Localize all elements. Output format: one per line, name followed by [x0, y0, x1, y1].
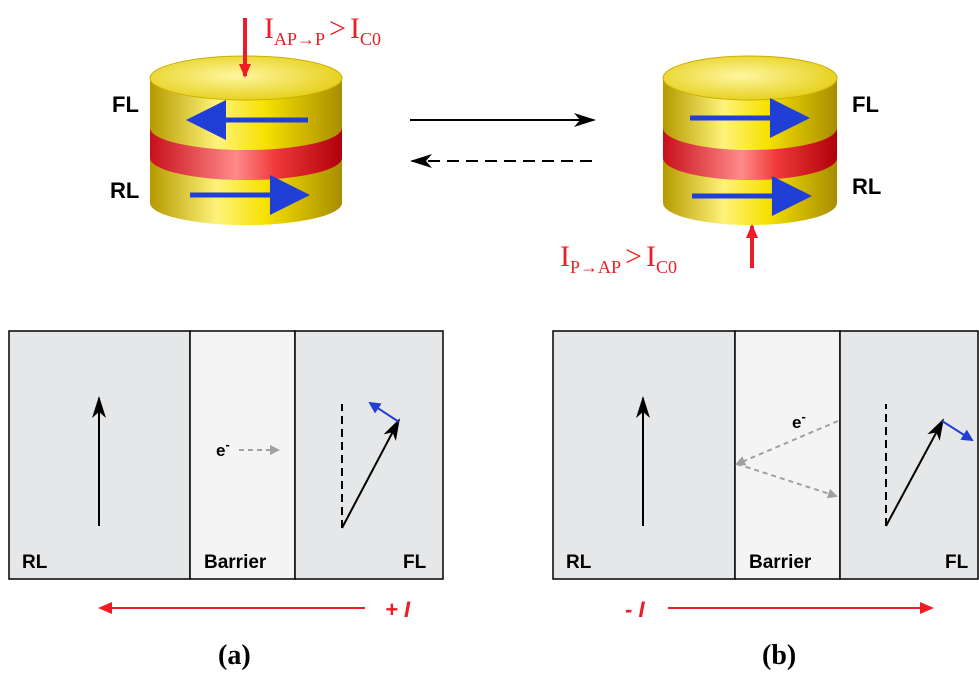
panel-b-torque-arrow: [941, 420, 974, 442]
panel-a-barrier-label: Barrier: [204, 552, 267, 573]
panel-b-barrier-label: Barrier: [749, 552, 812, 573]
panel-a-electron-label: e-: [216, 437, 230, 460]
panel-a-barrier-region: [189, 330, 296, 580]
panel-b-electron-incident-arrow: [735, 420, 839, 466]
current-ap-to-p-label: IAP→P>IC0: [264, 12, 381, 49]
panel-b-rl-label: RL: [566, 552, 592, 573]
panel-b-barrier-region: [734, 330, 841, 580]
panel-a-current-label: + I: [385, 597, 411, 622]
panel-a-caption: (a): [218, 640, 251, 671]
panel-b-fl-spin-arrow: [885, 418, 944, 527]
panel-a-fl-spin-arrow: [341, 418, 400, 529]
right-rl-label: RL: [852, 174, 881, 199]
panel-b-electron-label: e-: [792, 409, 806, 432]
left-mtj-stack: [149, 18, 343, 225]
panel-b-fl-label: FL: [945, 552, 969, 573]
panel-b-current-label: - I: [625, 597, 645, 622]
panel-a-fl-label: FL: [403, 552, 427, 573]
right-fl-label: FL: [852, 92, 879, 117]
right-mtj-stack: [662, 55, 838, 268]
panel-b-caption: (b): [762, 640, 796, 671]
panel-a-rl-label: RL: [22, 552, 48, 573]
current-p-to-ap-label: IP→AP>IC0: [560, 240, 677, 277]
panel-a-torque-arrow: [368, 401, 400, 423]
panel-b-fl-region: [839, 330, 979, 580]
panel-a-fl-region: [294, 330, 444, 580]
right-stack-top: [662, 55, 838, 101]
panel-b: [552, 330, 979, 580]
panel-a: [8, 330, 444, 580]
left-rl-label: RL: [110, 178, 139, 203]
left-fl-label: FL: [112, 92, 139, 117]
